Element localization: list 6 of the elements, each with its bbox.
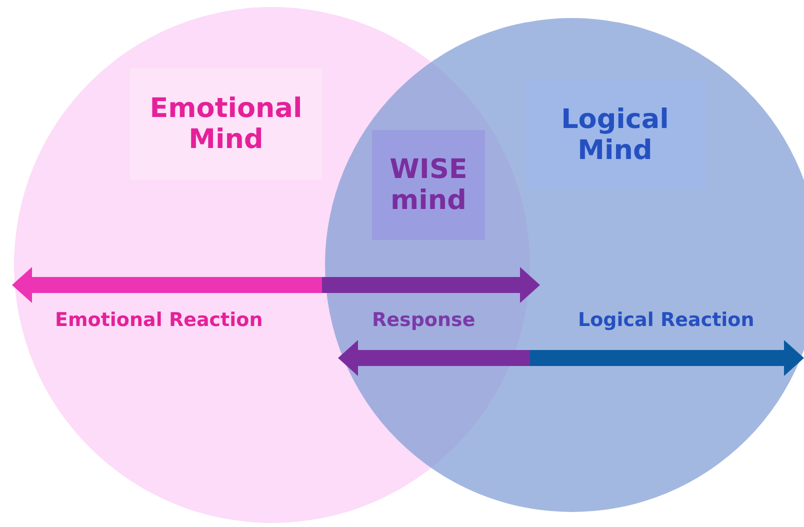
overlap-title: WISE mind [372, 130, 485, 240]
arrow-label: Emotional Reaction [55, 309, 263, 331]
arrow-label: Logical Reaction [578, 309, 754, 331]
arrow-label: Response [372, 309, 476, 331]
circle-title: Emotional Mind [130, 68, 322, 180]
circle-title: Logical Mind [525, 80, 705, 190]
